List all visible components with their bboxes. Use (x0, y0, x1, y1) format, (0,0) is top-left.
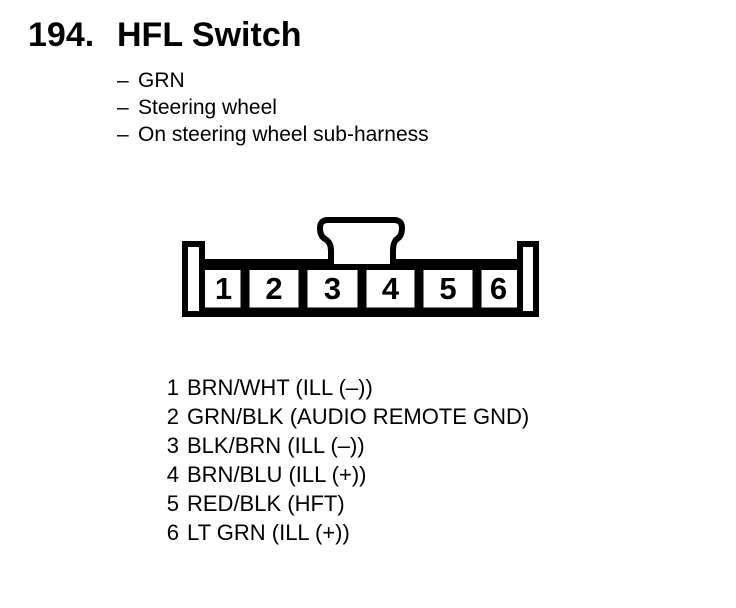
connector-pin-number: 3 (324, 271, 341, 306)
pin-row: 2 GRN/BLK (AUDIO REMOTE GND) (161, 402, 530, 431)
note-harness: – On steering wheel sub-harness (117, 121, 429, 148)
connector-pin-number: 1 (215, 271, 232, 306)
pin-row: 4 BRN/BLU (ILL (+)) (161, 460, 529, 489)
connector-pin-number: 5 (439, 271, 456, 306)
pin-label: BLK/BRN (ILL (–)) (187, 433, 365, 458)
pin-row: 5 RED/BLK (HFT) (161, 489, 529, 518)
note-text: GRN (138, 69, 185, 92)
connector-pin-number: 2 (265, 271, 282, 306)
pin-number: 2 (166, 404, 179, 429)
pin-label: RED/BLK (HFT) (187, 491, 345, 516)
pin-number: 3 (166, 433, 179, 458)
pin-number: 6 (166, 520, 179, 545)
pin-row: 6 LT GRN (ILL (+)) (161, 518, 529, 547)
item-title: HFL Switch (117, 16, 302, 54)
pin-number: 5 (166, 491, 179, 516)
connector-notes: – GRN – Steering wheel – On steering whe… (117, 67, 429, 148)
connector-svg: 1 2 3 4 5 6 (182, 217, 539, 317)
pin-label: LT GRN (ILL (+)) (187, 520, 350, 545)
note-location: – Steering wheel (117, 94, 429, 121)
item-number: 194. (28, 16, 95, 54)
connector-pin-number: 4 (382, 271, 400, 306)
pin-number: 4 (166, 462, 179, 487)
pin-row: 1 BRN/WHT (ILL (–)) (161, 373, 529, 402)
dash-bullet: – (117, 96, 129, 119)
connector-pin-number: 6 (490, 271, 507, 306)
pin-list: 1 BRN/WHT (ILL (–)) 2 GRN/BLK (AUDIO REM… (161, 373, 530, 547)
note-text: Steering wheel (138, 96, 277, 119)
dash-bullet: – (117, 123, 129, 146)
pin-row: 3 BLK/BRN (ILL (–)) (161, 431, 529, 460)
dash-bullet: – (117, 69, 129, 92)
page-title: 194. HFL Switch (28, 18, 302, 52)
pin-number: 1 (166, 375, 179, 400)
note-wire-color: – GRN (117, 67, 429, 94)
pin-label: BRN/WHT (ILL (–)) (187, 375, 373, 400)
pin-label: BRN/BLU (ILL (+)) (187, 462, 367, 487)
note-text: On steering wheel sub-harness (138, 123, 429, 146)
pin-label: GRN/BLK (AUDIO REMOTE GND) (187, 404, 530, 429)
connector-diagram: 1 2 3 4 5 6 (178, 213, 544, 323)
